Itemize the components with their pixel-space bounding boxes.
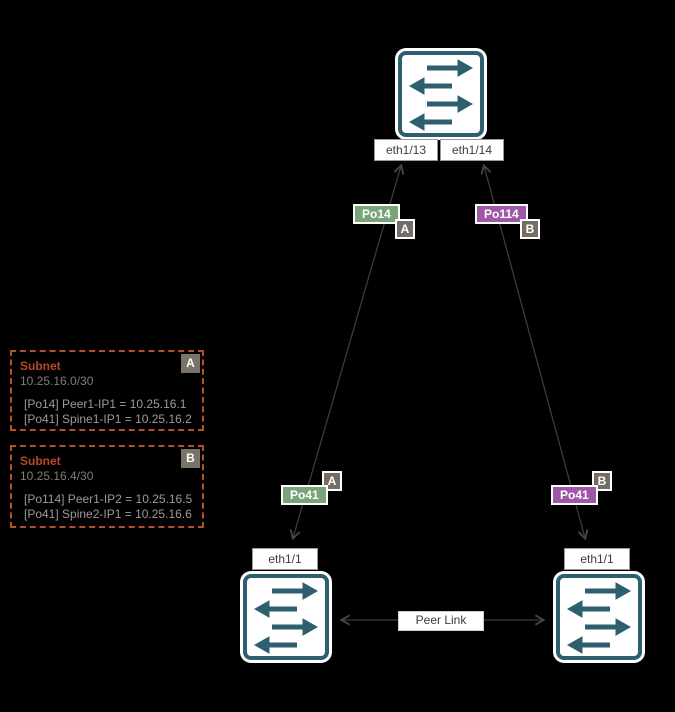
switch-icon — [247, 578, 325, 656]
port-label-eth1-13: eth1/13 — [374, 139, 438, 161]
subnet-box-b: B Subnet 10.25.16.4/30 [Po114] Peer1-IP2… — [10, 445, 204, 528]
subnet-entry: [Po114] Peer1-IP2 = 10.25.16.5 — [24, 492, 193, 506]
subnet-cidr: 10.25.16.4/30 — [20, 469, 94, 483]
bottom-right-switch — [556, 574, 642, 660]
subnet-box-b-badge: B — [181, 449, 200, 468]
port-channel-po41-left: Po41 — [281, 485, 328, 505]
peer-link-label: Peer Link — [398, 611, 484, 631]
subnet-title: Subnet — [20, 359, 61, 373]
subnet-badge-a-top: A — [395, 219, 415, 239]
subnet-box-a: A Subnet 10.25.16.0/30 [Po14] Peer1-IP1 … — [10, 350, 204, 431]
subnet-title: Subnet — [20, 454, 61, 468]
switch-icon — [402, 55, 480, 133]
subnet-entry: [Po41] Spine1-IP1 = 10.25.16.2 — [24, 412, 192, 426]
subnet-box-a-badge: A — [181, 354, 200, 373]
top-switch — [398, 51, 484, 137]
subnet-cidr: 10.25.16.0/30 — [20, 374, 94, 388]
port-label-eth1-14: eth1/14 — [440, 139, 504, 161]
port-label-left-eth1-1: eth1/1 — [252, 548, 318, 570]
port-channel-po41-right: Po41 — [551, 485, 598, 505]
subnet-badge-b-top: B — [520, 219, 540, 239]
port-channel-po14: Po14 — [353, 204, 400, 224]
bottom-left-switch — [243, 574, 329, 660]
subnet-entry: [Po41] Spine2-IP1 = 10.25.16.6 — [24, 507, 192, 521]
subnet-entry: [Po14] Peer1-IP1 = 10.25.16.1 — [24, 397, 187, 411]
port-label-right-eth1-1: eth1/1 — [564, 548, 630, 570]
switch-icon — [560, 578, 638, 656]
